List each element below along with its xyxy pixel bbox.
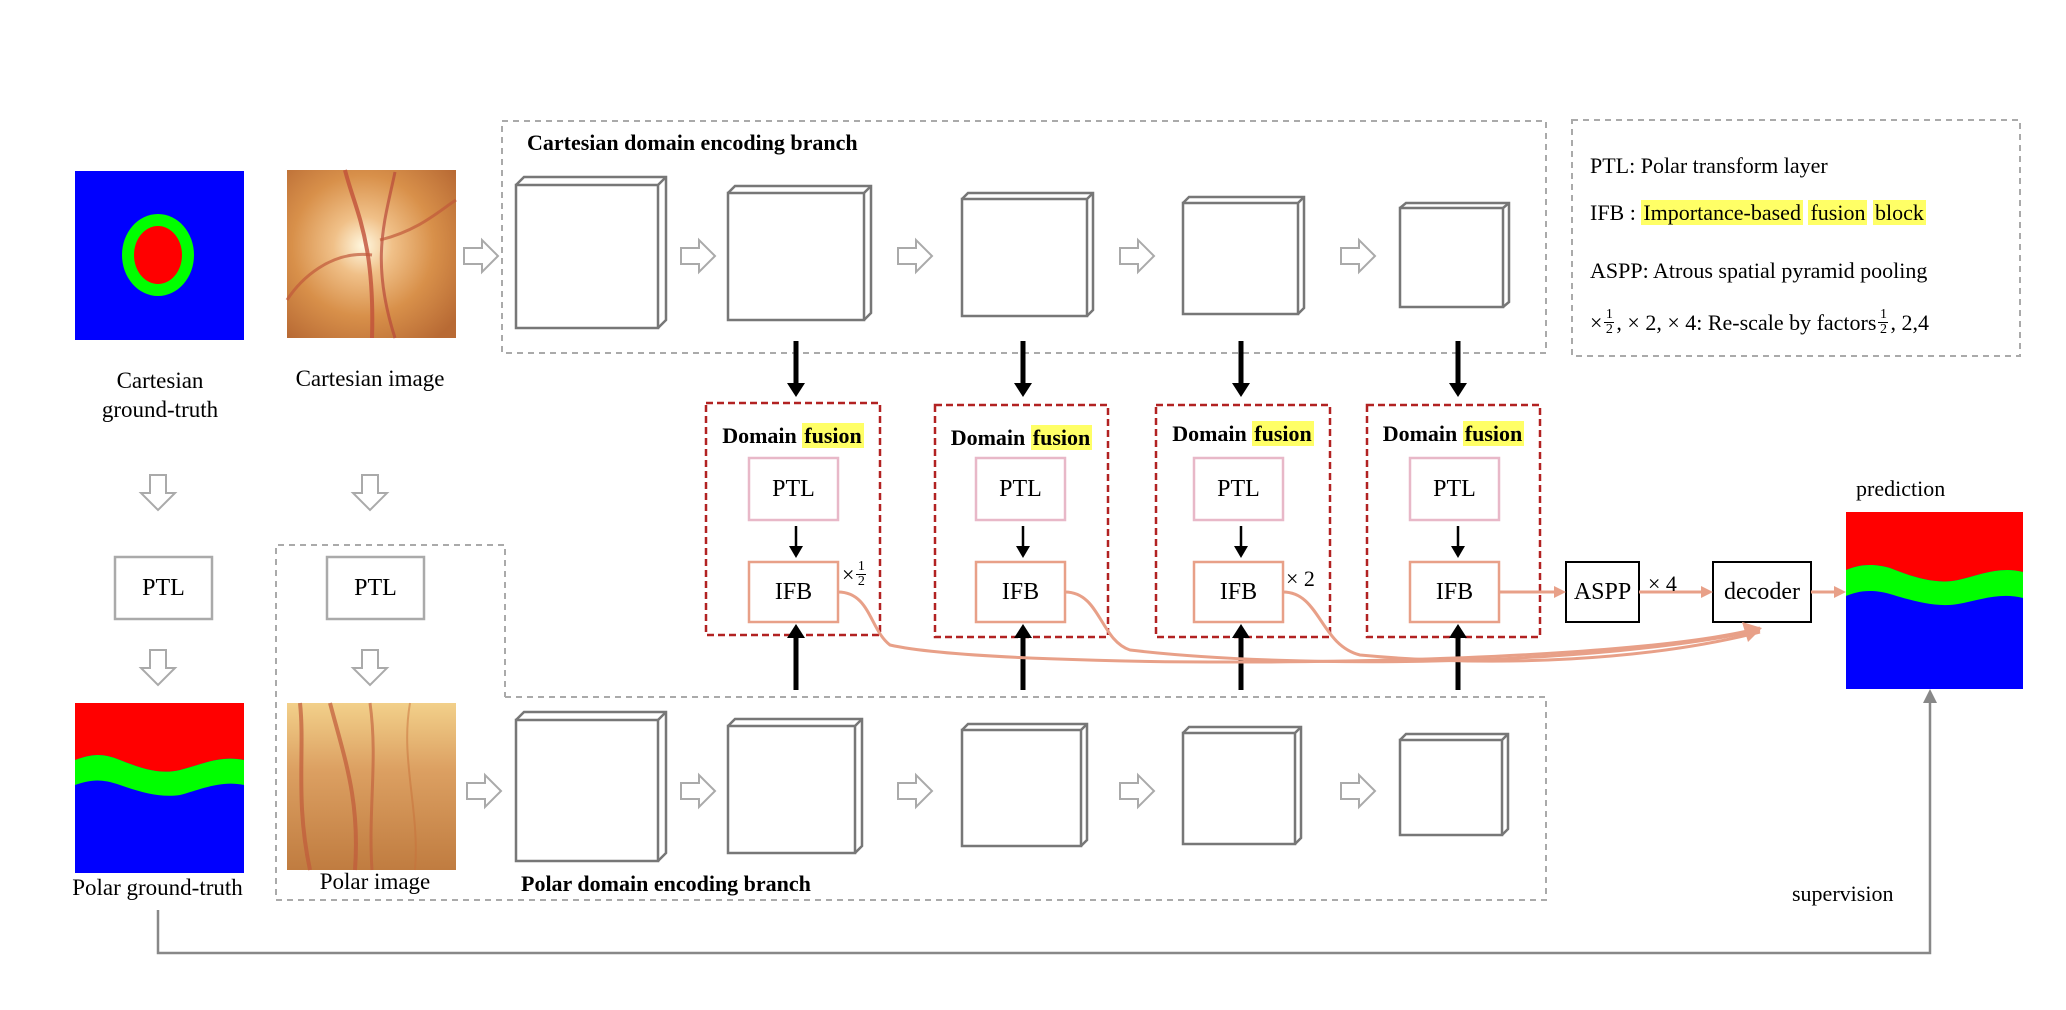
cartesian-gt-label: Cartesian ground-truth xyxy=(101,368,219,422)
fusion-ptl-label-4: PTL xyxy=(1433,475,1476,502)
legend-scale-fraction-1: 1 2 xyxy=(1604,307,1615,337)
fusion-ifb-boxes xyxy=(747,560,1501,624)
fraction-bar xyxy=(1604,322,1615,323)
legend-scale: × 1 2 , × 2, × 4: Re-scale by factors 1 … xyxy=(1590,308,1929,337)
legend-scale-factors: , 2,4 xyxy=(1890,309,1929,335)
fraction-numerator: 1 xyxy=(857,559,865,574)
cartesian-image-label: Cartesian image xyxy=(295,366,445,391)
polar-to-fusion-arrowheads xyxy=(787,624,1467,638)
ptl-box-gt xyxy=(113,555,214,621)
legend-scale-desc: , × 2, × 4: Re-scale by factors xyxy=(1616,309,1877,335)
legend-ptl: PTL: Polar transform layer xyxy=(1590,153,1828,179)
legend-ifb: IFB : Importance-based fusion block xyxy=(1590,200,1926,226)
prediction-label: prediction xyxy=(1856,476,1946,501)
cartesian-ground-truth-image xyxy=(75,171,244,340)
legend-ifb-key: IFB : xyxy=(1590,200,1636,225)
fraction-denominator: 2 xyxy=(1879,322,1887,337)
flow-arrows-horizontal xyxy=(463,237,1377,810)
fusion-title-prefix: Domain xyxy=(1382,421,1458,446)
legend-scale-times: × xyxy=(1590,309,1603,335)
fusion-title-highlight: fusion xyxy=(1252,421,1314,446)
polar-ground-truth-image xyxy=(75,703,244,873)
ifb-to-decoder-connectors xyxy=(837,590,1761,664)
fusion-frames xyxy=(704,401,1542,639)
fusion-title-4: Domain fusion xyxy=(1367,421,1540,447)
legend-ptl-desc: Polar transform layer xyxy=(1640,153,1828,178)
supervision-line xyxy=(156,700,1932,955)
cartesian-to-fusion-arrows xyxy=(793,341,1461,386)
legend-ifb-word-3: block xyxy=(1872,200,1926,225)
legend-aspp-desc: Atrous spatial pyramid pooling xyxy=(1653,258,1928,283)
fusion-ifb-label-3: IFB xyxy=(1219,578,1258,605)
legend-ptl-key: PTL: xyxy=(1590,153,1636,178)
polar-feature-cubes xyxy=(514,710,1510,863)
aspp-label: ASPP xyxy=(1573,578,1632,605)
ptl-gt-label: PTL xyxy=(142,574,185,601)
legend-frame xyxy=(1571,119,2021,357)
aspp-scale-label: × 4 xyxy=(1648,571,1677,596)
fraction-denominator: 2 xyxy=(1605,322,1613,337)
fraction-numerator: 1 xyxy=(1605,307,1613,322)
head-arrowheads xyxy=(1554,586,1846,598)
fusion-title-prefix: Domain xyxy=(722,423,797,448)
decoder-label: decoder xyxy=(1724,578,1800,605)
fusion-ptl-label-1: PTL xyxy=(772,475,815,502)
cartesian-branch-title: Cartesian domain encoding branch xyxy=(527,130,858,155)
supervision-arrowhead xyxy=(1923,689,1937,703)
fusion-scale-prefix: × xyxy=(842,561,855,587)
legend-ifb-word-2: fusion xyxy=(1808,200,1868,225)
fusion-ifb-label-1: IFB xyxy=(774,578,813,605)
polar-branch-title: Polar domain encoding branch xyxy=(521,871,811,896)
fraction-numerator: 1 xyxy=(1879,307,1887,322)
fusion-ifb-label-4: IFB xyxy=(1435,578,1474,605)
ptl-to-ifb-arrowheads xyxy=(789,546,1465,558)
cartesian-feature-cubes xyxy=(514,175,1511,330)
fusion-ifb-label-2: IFB xyxy=(1001,578,1040,605)
fusion-scale-fraction: 1 2 xyxy=(856,559,867,589)
fusion-scale-3: × 2 xyxy=(1286,566,1315,591)
fraction-bar xyxy=(856,574,867,575)
polar-gt-label: Polar ground-truth xyxy=(72,875,243,900)
fusion-ptl-label-2: PTL xyxy=(999,475,1042,502)
fusion-title-3: Domain fusion xyxy=(1156,421,1330,447)
cartesian-image xyxy=(285,169,457,339)
fraction-bar xyxy=(1878,322,1889,323)
polar-branch-frame xyxy=(275,544,1547,901)
supervision-label: supervision xyxy=(1792,881,1894,906)
fusion-ptl-boxes xyxy=(747,456,1501,522)
ptl-box-image xyxy=(325,555,426,621)
cartesian-to-fusion-arrowheads xyxy=(787,383,1467,397)
polar-to-fusion-arrows xyxy=(793,636,1461,690)
fusion-title-1: Domain fusion xyxy=(706,423,880,449)
fusion-scale-1: × 1 2 xyxy=(842,560,868,589)
polar-image xyxy=(287,702,456,871)
fusion-title-highlight: fusion xyxy=(802,423,864,448)
polar-image-label: Polar image xyxy=(319,869,431,894)
fusion-title-prefix: Domain xyxy=(1172,421,1247,446)
fraction-denominator: 2 xyxy=(857,574,865,589)
ptl-image-label: PTL xyxy=(354,574,397,601)
fusion-title-highlight: fusion xyxy=(1030,425,1093,450)
legend-aspp-key: ASPP: xyxy=(1590,258,1649,283)
fusion-title-prefix: Domain xyxy=(950,425,1026,450)
fusion-title-2: Domain fusion xyxy=(935,425,1108,451)
ptl-to-ifb-arrows xyxy=(794,526,1460,548)
fusion-ptl-label-3: PTL xyxy=(1217,475,1260,502)
decoder-arrowhead xyxy=(1742,622,1762,642)
legend-aspp: ASPP: Atrous spatial pyramid pooling xyxy=(1590,258,1927,284)
decoder-box xyxy=(1712,561,1812,623)
prediction-image xyxy=(1846,512,2023,689)
legend-scale-fraction-2: 1 2 xyxy=(1878,307,1889,337)
fusion-title-highlight: fusion xyxy=(1462,421,1525,446)
flow-arrows-vertical xyxy=(138,474,390,687)
legend-ifb-word-1: Importance-based xyxy=(1641,200,1803,225)
